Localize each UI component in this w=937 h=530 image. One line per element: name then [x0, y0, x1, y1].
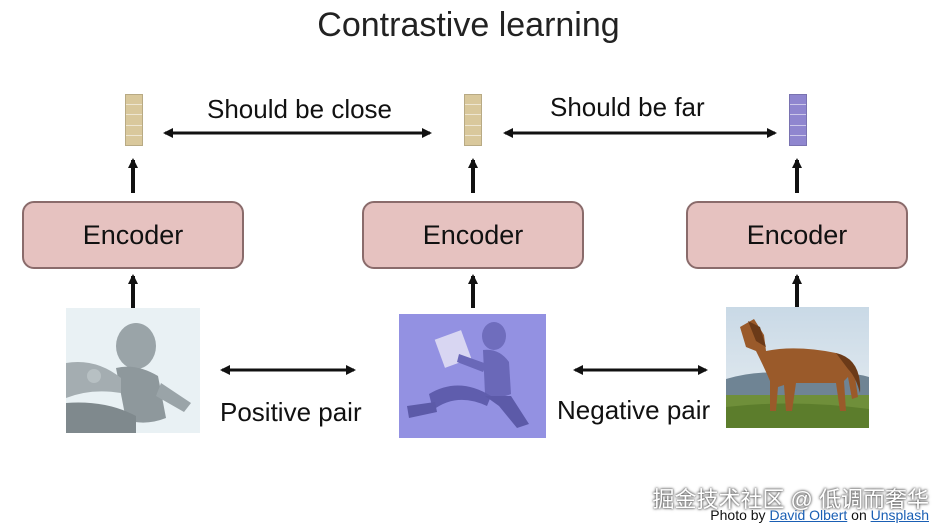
should-be-close-label: Should be close: [207, 94, 393, 124]
encoder-box-right: Encoder: [686, 201, 908, 269]
embedding-vector-negative: [789, 94, 807, 146]
should-be-far-label: Should be far: [550, 92, 705, 122]
robot-figure-gray-image: [66, 308, 200, 433]
encoder-box-left: Encoder: [22, 201, 244, 269]
negative-pair-label: Negative pair: [557, 395, 711, 425]
embedding-vector-anchor: [125, 94, 143, 146]
embedding-vector-positive: [464, 94, 482, 146]
credit-mid: on: [847, 507, 871, 523]
credit-source-link[interactable]: Unsplash: [870, 507, 929, 523]
watermark-text: 掘金技术社区 @ 低调而奢华: [652, 487, 929, 512]
encoder-box-center: Encoder: [362, 201, 584, 269]
credit-prefix: Photo by: [710, 507, 770, 523]
credit-author-link[interactable]: David Olbert: [769, 507, 848, 523]
diagram-title: Contrastive learning: [317, 6, 620, 44]
horse-image: [726, 307, 869, 428]
positive-pair-label: Positive pair: [220, 397, 362, 427]
photo-credit: Photo by David Olbert on Unsplash: [710, 507, 929, 523]
robot-figure-blue-image: [399, 314, 546, 438]
